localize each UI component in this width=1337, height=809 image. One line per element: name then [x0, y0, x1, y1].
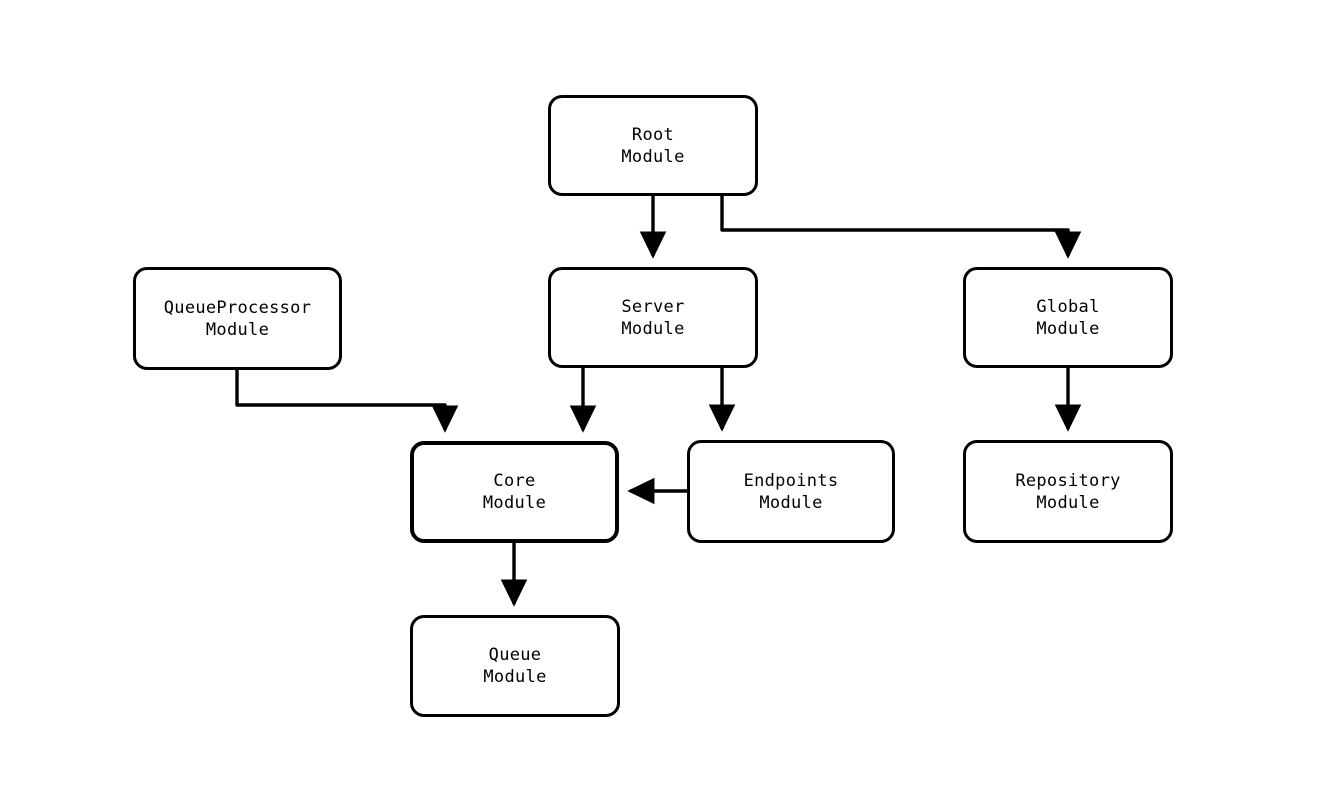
node-root-title: Root	[631, 124, 675, 145]
node-repository-title: Repository	[1015, 470, 1121, 491]
node-repository-subtitle: Module	[1036, 492, 1100, 513]
node-queueprocessor-title: QueueProcessor	[163, 297, 312, 318]
node-root-subtitle: Module	[621, 146, 685, 167]
edge-queueprocessor-core	[235, 370, 459, 433]
node-global-title: Global	[1036, 296, 1100, 317]
node-global-subtitle: Module	[1036, 318, 1100, 339]
node-queue-subtitle: Module	[483, 667, 547, 687]
node-queue-title: Queue	[488, 645, 542, 665]
node-queueprocessor-subtitle: Module	[205, 319, 270, 340]
edge-root-global	[720, 196, 1082, 259]
node-server-title: Server	[621, 296, 685, 317]
node-core-title: Core	[493, 471, 536, 491]
node-endpoints-subtitle: Module	[759, 492, 823, 513]
node-core-subtitle: Module	[482, 493, 547, 513]
node-server-subtitle: Module	[621, 318, 685, 339]
node-endpoints-title: Endpoints	[743, 470, 839, 491]
